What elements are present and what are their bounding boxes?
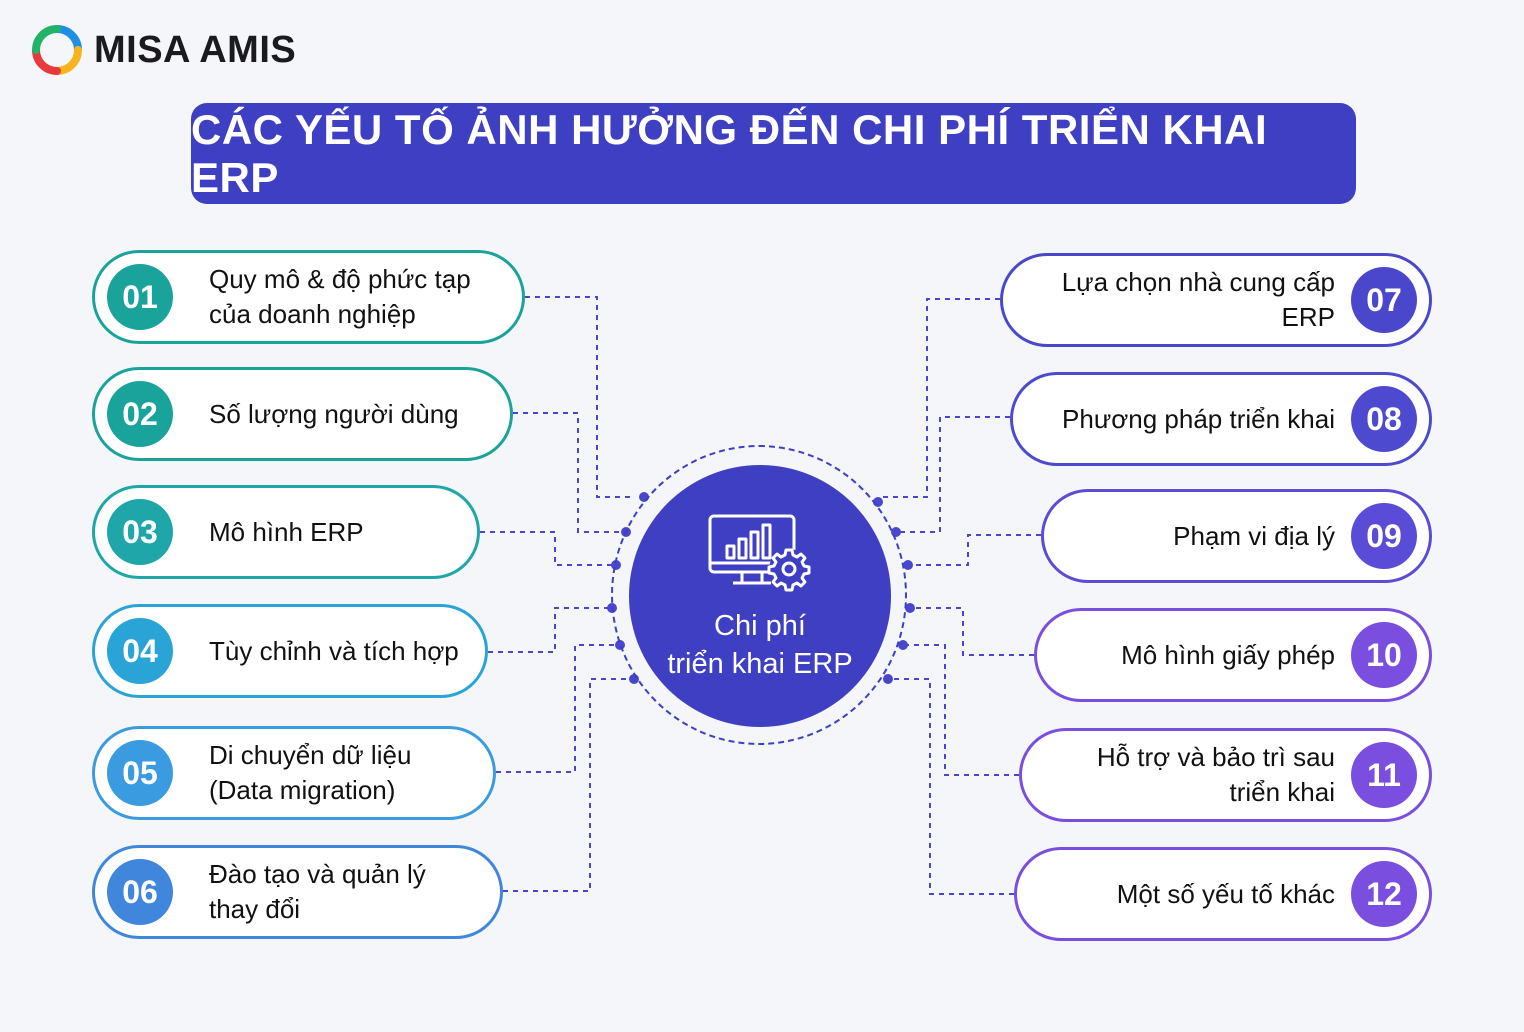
- factor-08: 08 Phương pháp triển khai: [1010, 372, 1432, 466]
- center-dashed-ring: [611, 445, 907, 745]
- factor-label: Tùy chỉnh và tích hợp: [209, 635, 459, 666]
- factor-number-badge: 07: [1351, 267, 1417, 333]
- factor-label: Phạm vi địa lý: [1173, 520, 1335, 551]
- factor-06: 06 Đào tạo và quản lý thay đổi: [92, 845, 503, 939]
- title-banner: CÁC YẾU TỐ ẢNH HƯỞNG ĐẾN CHI PHÍ TRIỂN K…: [191, 103, 1356, 204]
- factor-label: Quy mô & độ phức tạp của doanh nghiệp: [209, 264, 471, 329]
- factor-number-badge: 02: [107, 381, 173, 447]
- factor-number-badge: 09: [1351, 503, 1417, 569]
- factor-number-badge: 03: [107, 499, 173, 565]
- factor-number-badge: 01: [107, 264, 173, 330]
- computer-chart-gear-icon: [708, 514, 811, 592]
- factor-number-badge: 08: [1351, 386, 1417, 452]
- factor-number-badge: 04: [107, 618, 173, 684]
- center-node: Chi phí triển khai ERP: [629, 465, 891, 727]
- factor-04: 04 Tùy chỉnh và tích hợp: [92, 604, 488, 698]
- brand-name: MISA AMIS: [94, 28, 297, 71]
- factor-03: 03 Mô hình ERP: [92, 485, 480, 579]
- center-title-line2: triển khai ERP: [667, 648, 853, 680]
- factor-05: 05 Di chuyển dữ liệu (Data migration): [92, 726, 496, 820]
- factor-10: 10 Mô hình giấy phép: [1034, 608, 1432, 702]
- misa-amis-logo-icon: [32, 25, 82, 75]
- factor-label: Một số yếu tố khác: [1116, 878, 1335, 909]
- factor-number-badge: 05: [107, 740, 173, 806]
- factor-number-badge: 06: [107, 859, 173, 925]
- factor-label: Mô hình ERP: [209, 516, 364, 547]
- factor-number-badge: 11: [1351, 742, 1417, 808]
- center-title-line1: Chi phí: [714, 610, 806, 642]
- factor-01: 01 Quy mô & độ phức tạp của doanh nghiệp: [92, 250, 525, 344]
- factor-label: Số lượng người dùng: [209, 398, 459, 429]
- factor-label: Mô hình giấy phép: [1121, 639, 1335, 670]
- factor-label: Lựa chọn nhà cung cấp ERP: [1061, 267, 1335, 332]
- factor-12: 12 Một số yếu tố khác: [1014, 847, 1432, 941]
- factor-label: Phương pháp triển khai: [1062, 403, 1335, 434]
- factor-label: Đào tạo và quản lý thay đổi: [209, 859, 426, 924]
- factor-number-badge: 10: [1351, 622, 1417, 688]
- page-title: CÁC YẾU TỐ ẢNH HƯỞNG ĐẾN CHI PHÍ TRIỂN K…: [191, 105, 1268, 201]
- factor-number-badge: 12: [1351, 861, 1417, 927]
- factor-11: 11 Hỗ trợ và bảo trì sau triển khai: [1019, 728, 1432, 822]
- factor-09: 09 Phạm vi địa lý: [1041, 489, 1432, 583]
- factor-label: Hỗ trợ và bảo trì sau triển khai: [1096, 742, 1335, 807]
- factor-02: 02 Số lượng người dùng: [92, 367, 513, 461]
- brand-logo: MISA AMIS: [32, 24, 296, 76]
- factor-07: 07 Lựa chọn nhà cung cấp ERP: [1000, 253, 1432, 347]
- factor-label: Di chuyển dữ liệu (Data migration): [209, 740, 412, 805]
- center-title: Chi phí triển khai ERP: [629, 607, 891, 683]
